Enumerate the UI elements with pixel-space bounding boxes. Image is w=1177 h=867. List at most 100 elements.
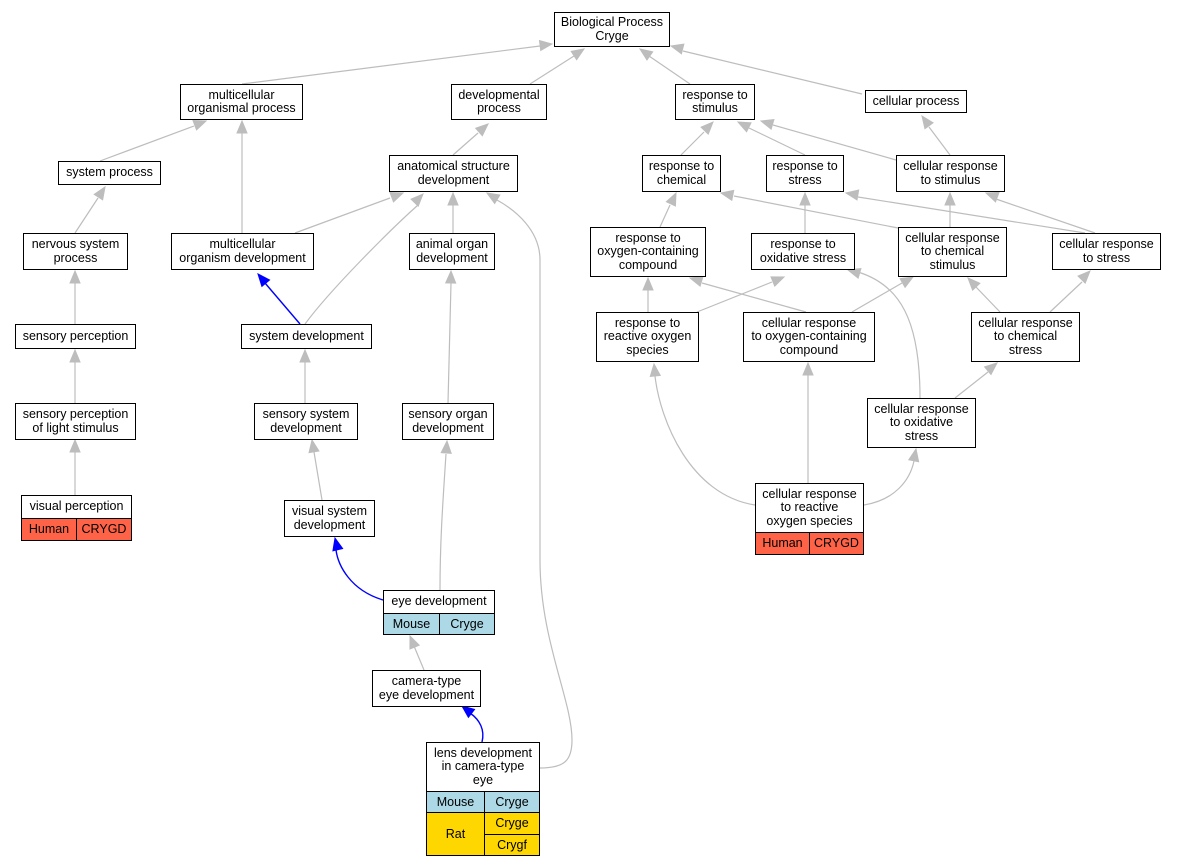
edge-line (313, 451, 323, 501)
edge-arrowhead (299, 348, 311, 363)
edge-arrowhead (944, 191, 956, 206)
node-cellular-response-to-reactive-oxygen-species[interactable]: cellular response to reactive oxygen spe… (755, 483, 864, 533)
node-biological-process[interactable]: Biological Process Cryge (554, 12, 670, 47)
node-multicellular-organismal-process[interactable]: multicellular organismal process (180, 84, 303, 120)
node-lens-development-in-camera-type-eye[interactable]: lens development in camera-type eye (426, 742, 540, 792)
edge-line (99, 125, 195, 162)
species-cell-rat: Rat (426, 812, 485, 856)
edge-arrowhead (844, 189, 860, 201)
node-visual-system-development[interactable]: visual system development (284, 500, 375, 537)
edge-arrowhead (192, 120, 208, 131)
edge-line (857, 271, 921, 399)
edge-line (469, 712, 484, 743)
edge-arrowhead (447, 191, 459, 206)
edge-arrowhead (665, 191, 677, 207)
edge-arrowhead (984, 191, 1000, 203)
node-multicellular-organism-development[interactable]: multicellular organism development (171, 233, 314, 270)
edge-arrowhead (802, 361, 814, 376)
edge-line (447, 282, 452, 404)
node-eye-development[interactable]: eye development (383, 590, 495, 614)
edge-line (851, 282, 903, 313)
gene-cell-cryge: Cryge (484, 812, 540, 835)
edge-line (682, 50, 863, 95)
edge-arrowhead (389, 191, 405, 203)
gene-cell-crygd: CRYGD (809, 532, 864, 555)
node-nervous-system-process[interactable]: nervous system process (23, 233, 128, 270)
node-sensory-organ-development[interactable]: sensory organ development (402, 403, 494, 440)
edge-arrowhead (332, 536, 344, 552)
node-response-to-oxidative-stress[interactable]: response to oxidative stress (751, 233, 855, 270)
edge-arrowhead (308, 438, 320, 454)
species-cell-mouse: Mouse (426, 791, 485, 813)
edge-arrowhead (410, 193, 424, 207)
node-visual-perception[interactable]: visual perception (21, 495, 132, 519)
node-cellular-response-to-oxygen-containing-compound[interactable]: cellular response to oxygen-containing c… (743, 312, 875, 362)
gene-cell-crygf: Crygf (484, 834, 540, 856)
node-developmental-process[interactable]: developmental process (451, 84, 547, 120)
edge-line (857, 196, 1086, 234)
edge-arrowhead (460, 705, 476, 719)
node-system-process[interactable]: system process (58, 161, 161, 185)
node-sensory-system-development[interactable]: sensory system development (254, 403, 358, 440)
gene-cell-crygd: CRYGD (76, 518, 132, 541)
edge-arrowhead (700, 121, 714, 135)
edge-line (659, 204, 671, 228)
edge-arrowhead (967, 277, 981, 292)
node-system-development[interactable]: system development (241, 324, 372, 349)
node-anatomical-structure-development[interactable]: anatomical structure development (389, 155, 518, 192)
node-response-to-chemical[interactable]: response to chemical (642, 155, 721, 192)
edge-line (680, 131, 705, 156)
edge-arrowhead (770, 276, 786, 287)
node-camera-type-eye-development[interactable]: camera-type eye development (372, 670, 481, 707)
node-animal-organ-development[interactable]: animal organ development (409, 233, 495, 270)
node-response-to-stimulus[interactable]: response to stimulus (675, 84, 755, 120)
edge-arrowhead (759, 118, 775, 130)
edge-line (241, 45, 541, 85)
edge-arrowhead (1077, 270, 1091, 284)
edge-arrowhead (485, 192, 501, 205)
edge-arrowhead (69, 269, 81, 284)
node-cellular-response-to-oxidative-stress[interactable]: cellular response to oxidative stress (867, 398, 976, 448)
node-response-to-stress[interactable]: response to stress (766, 155, 844, 192)
edge-arrowhead (69, 438, 81, 453)
node-sensory-perception[interactable]: sensory perception (15, 324, 136, 349)
edge-line (294, 197, 391, 234)
node-cellular-response-to-stimulus[interactable]: cellular response to stimulus (896, 155, 1005, 192)
edge-arrowhead (642, 276, 654, 291)
edge-arrowhead (638, 48, 654, 61)
species-cell-human: Human (755, 532, 810, 555)
gene-cell-cryge: Cryge (439, 613, 495, 635)
edge-line (701, 282, 807, 313)
edge-line (264, 282, 301, 325)
edge-arrowhead (688, 275, 704, 288)
edge-line (928, 126, 951, 156)
edge-arrowhead (649, 362, 662, 378)
edge-arrowhead (538, 39, 554, 52)
node-cellular-response-to-stress[interactable]: cellular response to stress (1052, 233, 1161, 270)
node-cellular-response-to-chemical-stress[interactable]: cellular response to chemical stress (971, 312, 1080, 362)
edge-line (654, 375, 756, 506)
edge-line (696, 281, 773, 313)
edge-line (995, 198, 1096, 234)
node-cellular-response-to-chemical-stimulus[interactable]: cellular response to chemical stimulus (898, 227, 1007, 277)
node-sensory-perception-of-light-stimulus[interactable]: sensory perception of light stimulus (15, 403, 136, 440)
edge-arrowhead (983, 362, 998, 376)
edge-line (335, 549, 384, 601)
edge-arrowhead (409, 634, 421, 650)
edge-line (975, 286, 1001, 313)
edge-arrowhead (93, 185, 106, 201)
edge-line (452, 132, 479, 156)
edge-line (439, 453, 447, 591)
edge-arrowhead (799, 191, 811, 206)
edge-arrowhead (921, 114, 934, 130)
edge-line (748, 127, 806, 156)
node-response-to-reactive-oxygen-species[interactable]: response to reactive oxygen species (596, 312, 699, 362)
edge-arrowhead (736, 121, 752, 133)
node-response-to-oxygen-containing-compound[interactable]: response to oxygen-containing compound (590, 227, 706, 277)
edge-line (529, 55, 575, 85)
edge-line (772, 124, 897, 161)
edge-arrowhead (257, 273, 271, 288)
node-cellular-process[interactable]: cellular process (865, 90, 967, 113)
